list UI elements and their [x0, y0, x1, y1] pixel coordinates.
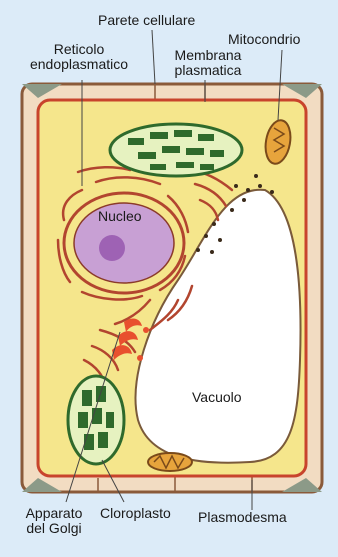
chloroplast-bottom: [68, 376, 124, 464]
label-golgi: Apparato del Golgi: [12, 506, 96, 536]
label-golgi-line1: Apparato: [12, 506, 96, 521]
chloroplast-top: [110, 124, 242, 176]
label-vacuole: Vacuolo: [192, 390, 242, 405]
mitochondrion-bottom: [148, 453, 192, 471]
label-membrane-line2: plasmatica: [158, 63, 258, 78]
label-nucleus: Nucleo: [98, 209, 142, 224]
label-membrane: Membrana plasmatica: [158, 48, 258, 78]
label-er-line1: Reticolo: [14, 42, 144, 57]
label-er: Reticolo endoplasmatico: [14, 42, 144, 72]
label-er-line2: endoplasmatico: [14, 57, 144, 72]
label-mitochondrion: Mitocondrio: [228, 32, 300, 47]
label-plasmodesma: Plasmodesma: [198, 510, 287, 525]
nucleolus: [99, 235, 125, 261]
label-membrane-line1: Membrana: [158, 48, 258, 63]
label-cell-wall: Parete cellulare: [98, 13, 195, 28]
label-chloroplast: Cloroplasto: [100, 506, 171, 521]
label-golgi-line2: del Golgi: [12, 521, 96, 536]
